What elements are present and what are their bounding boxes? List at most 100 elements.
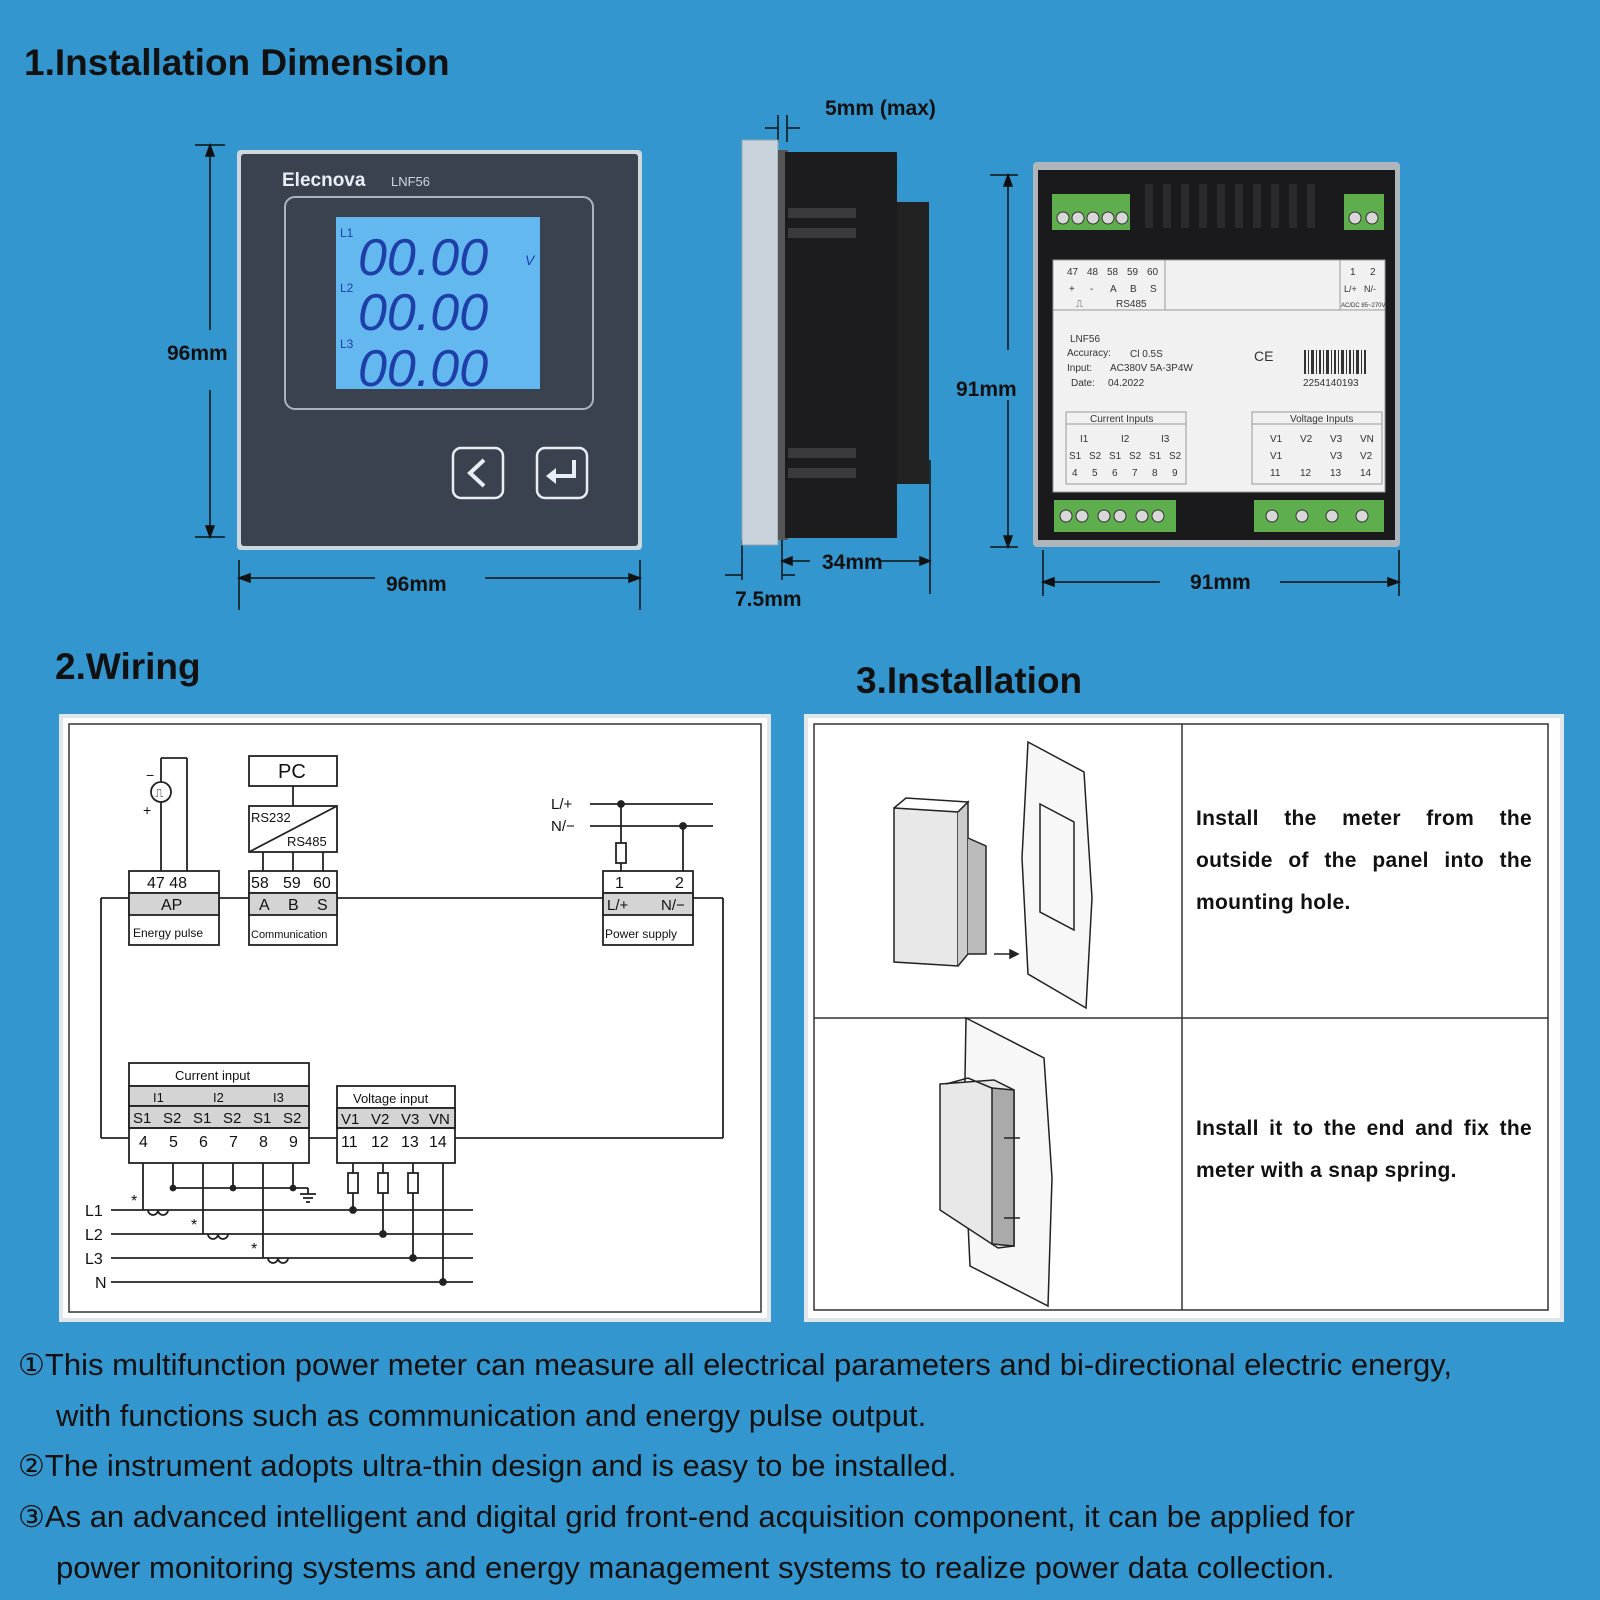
svg-text:8: 8: [259, 1134, 268, 1151]
svg-text:9: 9: [1172, 468, 1178, 479]
svg-text:RS485: RS485: [1116, 299, 1147, 310]
note-3-text: As an advanced intelligent and digital g…: [44, 1499, 1355, 1534]
enter-button[interactable]: [535, 446, 589, 500]
svg-text:14: 14: [429, 1134, 447, 1151]
svg-text:LNF56: LNF56: [1070, 334, 1100, 345]
svg-text:04.2022: 04.2022: [1108, 378, 1145, 389]
svg-text:2: 2: [1370, 267, 1376, 278]
front-dimension-lines: [195, 142, 643, 610]
svg-text:AP: AP: [161, 897, 182, 914]
svg-text:I2: I2: [213, 1090, 224, 1105]
svg-text:2254140193: 2254140193: [1303, 378, 1359, 389]
svg-text:4: 4: [139, 1134, 148, 1151]
svg-text:48: 48: [1087, 267, 1099, 278]
meter-brand: Elecnova: [282, 170, 366, 191]
svg-text:Date:: Date:: [1071, 378, 1095, 389]
install-step2-text: Install it to the end and fix the meter …: [1196, 1117, 1532, 1182]
lcd-screen: [336, 217, 540, 389]
svg-text:I3: I3: [1161, 434, 1170, 445]
svg-text:−: −: [146, 767, 154, 783]
installation-panel: Install the meter from the outside of th…: [804, 714, 1564, 1322]
svg-text:I1: I1: [1080, 434, 1089, 445]
svg-text:AC/DC 85~270V: AC/DC 85~270V: [1341, 303, 1386, 309]
svg-text:14: 14: [1360, 468, 1372, 479]
svg-text:S: S: [317, 897, 328, 914]
svg-text:PC: PC: [278, 761, 306, 783]
svg-text:S2: S2: [283, 1110, 301, 1127]
barcode: [1304, 350, 1366, 374]
side-max-label: 5mm (max): [825, 97, 936, 120]
wiring-diagram: − + ⎍ 47 48 AP Energy pulse PC RS232 RS4…: [68, 723, 762, 1313]
svg-text:S: S: [1150, 284, 1157, 295]
svg-text:4: 4: [1072, 468, 1078, 479]
svg-text:S2: S2: [163, 1110, 181, 1127]
svg-text:L/+: L/+: [551, 796, 573, 813]
svg-text:N/−: N/−: [551, 818, 575, 835]
install-step1-text: Install the meter from the outside of th…: [1196, 807, 1532, 914]
left-arrow-button[interactable]: [451, 446, 505, 500]
svg-text:CE: CE: [1254, 348, 1273, 364]
svg-text:S1: S1: [193, 1110, 211, 1127]
lcd-label-l3: L3: [340, 337, 354, 351]
note-1-marker: ①: [18, 1349, 45, 1382]
installation-steps-diagram: [813, 723, 1549, 1311]
svg-text:12: 12: [1300, 468, 1312, 479]
lcd-value-l1: 00.00: [358, 229, 488, 287]
side-dimension-lines: [725, 115, 933, 594]
step2-illustration: [939, 1016, 1053, 1308]
back-label-text: 47 48 58 59 60 + - A B S ⎍ RS485 1 2 L/+…: [1053, 260, 1386, 485]
svg-text:S1: S1: [253, 1110, 271, 1127]
svg-text:S1: S1: [133, 1110, 151, 1127]
svg-text:V1: V1: [1270, 451, 1283, 462]
lcd-window-frame: [284, 196, 594, 410]
svg-text:60: 60: [313, 875, 331, 892]
svg-text:6: 6: [199, 1134, 208, 1151]
svg-text:V2: V2: [1360, 451, 1373, 462]
svg-text:A: A: [1110, 284, 1117, 295]
side-bezel: [741, 139, 779, 546]
chevron-left-icon: [467, 458, 486, 488]
svg-text:1: 1: [615, 875, 624, 892]
svg-text:A: A: [259, 897, 270, 914]
lcd-value-l3: 00.00: [358, 340, 488, 398]
lcd-value-l2: 00.00: [358, 284, 488, 342]
lcd-unit-l1: V: [525, 252, 536, 268]
svg-text:Accuracy:: Accuracy:: [1067, 348, 1111, 359]
front-width-label: 96mm: [386, 573, 447, 596]
svg-text:L2: L2: [85, 1227, 103, 1244]
svg-text:S2: S2: [1169, 451, 1182, 462]
svg-text:*: *: [131, 1193, 137, 1210]
svg-text:L3: L3: [85, 1251, 103, 1268]
svg-text:Communication: Communication: [251, 929, 327, 941]
svg-text:RS232: RS232: [251, 810, 291, 825]
svg-text:5: 5: [169, 1134, 178, 1151]
svg-text:11: 11: [341, 1134, 358, 1151]
note-1-text: This multifunction power meter can measu…: [44, 1347, 1453, 1382]
svg-text:S2: S2: [223, 1110, 241, 1127]
side-depth-label: 34mm: [822, 551, 883, 574]
svg-text:12: 12: [371, 1134, 389, 1151]
svg-text:59: 59: [283, 875, 301, 892]
svg-text:5: 5: [1092, 468, 1098, 479]
note-3-marker: ③: [18, 1501, 45, 1534]
svg-text:V2: V2: [371, 1111, 389, 1128]
note-2-text: The instrument adopts ultra-thin design …: [44, 1448, 957, 1483]
svg-text:11: 11: [1270, 468, 1281, 479]
meter-back-view: 47 48 58 59 60 + - A B S ⎍ RS485 1 2 L/+…: [990, 162, 1402, 596]
svg-text:VN: VN: [1360, 434, 1374, 445]
note-1: ①This multifunction power meter can meas…: [18, 1340, 1588, 1441]
svg-text:S1: S1: [1149, 451, 1162, 462]
svg-text:I1: I1: [153, 1090, 164, 1105]
svg-text:*: *: [191, 1217, 197, 1234]
svg-text:V2: V2: [1300, 434, 1313, 445]
note-1-cont: with functions such as communication and…: [56, 1398, 927, 1433]
svg-text:RS485: RS485: [287, 834, 327, 849]
svg-text:L/+: L/+: [1344, 284, 1357, 294]
svg-text:L1: L1: [85, 1203, 103, 1220]
installation-title: 3.Installation: [856, 660, 1083, 701]
back-dimension-lines: [990, 172, 1402, 596]
meter-side-view: [725, 115, 933, 594]
svg-text:6: 6: [1112, 468, 1118, 479]
svg-text:2: 2: [675, 875, 684, 892]
back-label: [1052, 259, 1386, 493]
